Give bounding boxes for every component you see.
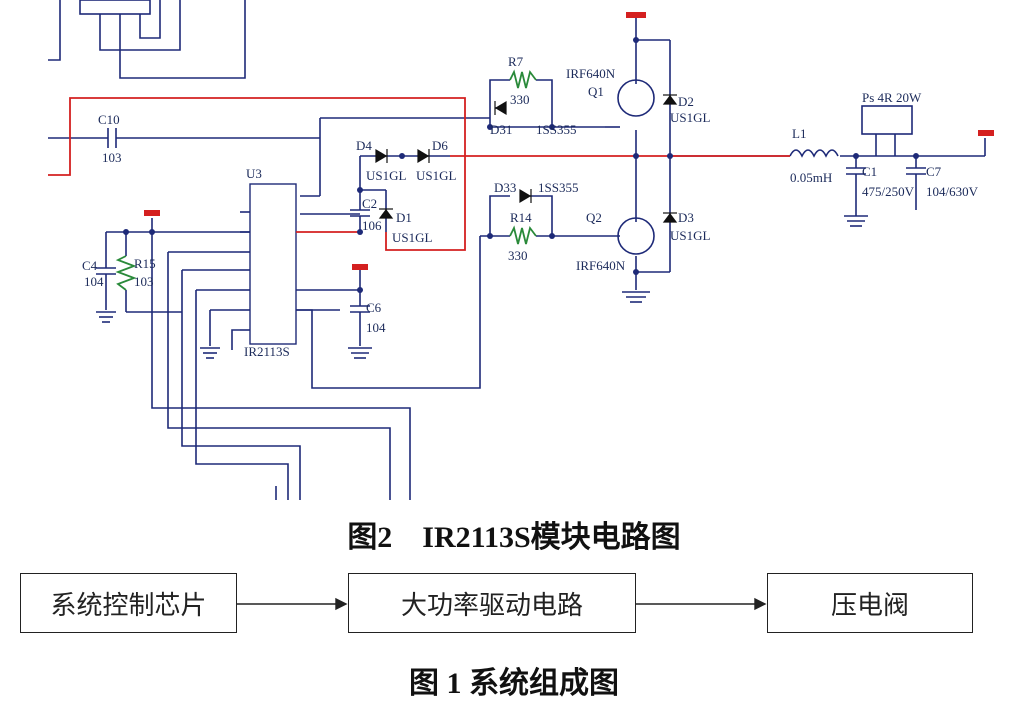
r15-value: 103: [134, 274, 154, 289]
d6-name: D6: [432, 138, 448, 153]
d4-type: US1GL: [366, 168, 407, 183]
block-piezo-valve: 压电阀: [767, 573, 973, 633]
l1-name: L1: [792, 126, 806, 141]
d31-name: D31: [490, 122, 512, 137]
c7-value: 104/630V: [926, 184, 979, 199]
r7-value: 330: [510, 92, 530, 107]
r15-name: R15: [134, 256, 156, 271]
c1-name: C1: [862, 164, 877, 179]
c2-name: C2: [362, 196, 377, 211]
d1-type: US1GL: [392, 230, 433, 245]
fig1-caption: 图 1 系统组成图: [409, 667, 619, 700]
c6-value: 104: [366, 320, 386, 335]
block-control-chip: 系统控制芯片: [20, 573, 237, 633]
fig2-caption: 图2 IR2113S模块电路图: [347, 521, 681, 554]
c7-name: C7: [926, 164, 942, 179]
u3-type: IR2113S: [244, 344, 290, 359]
q2-type: IRF640N: [576, 258, 626, 273]
d33-type: 1SS355: [538, 180, 578, 195]
d33-name: D33: [494, 180, 516, 195]
d3-type: US1GL: [670, 228, 711, 243]
l1-value: 0.05mH: [790, 170, 832, 185]
r14-name: R14: [510, 210, 532, 225]
r14-value: 330: [508, 248, 528, 263]
c6-name: C6: [366, 300, 382, 315]
r7-name: R7: [508, 54, 524, 69]
d3-name: D3: [678, 210, 694, 225]
d2-name: D2: [678, 94, 694, 109]
c4-name: C4: [82, 258, 98, 273]
q1-type: IRF640N: [566, 66, 616, 81]
d31-type: 1SS355: [536, 122, 576, 137]
d2-type: US1GL: [670, 110, 711, 125]
d1-name: D1: [396, 210, 412, 225]
c4-value: 104: [84, 274, 104, 289]
q2-name: Q2: [586, 210, 602, 225]
d4-name: D4: [356, 138, 372, 153]
c1-value: 475/250V: [862, 184, 915, 199]
block-driver-circuit: 大功率驱动电路: [348, 573, 636, 633]
q1-name: Q1: [588, 84, 604, 99]
c10-value: 103: [102, 150, 122, 165]
ps-label: Ps 4R 20W: [862, 90, 922, 105]
c10-name: C10: [98, 112, 120, 127]
c2-value: 106: [362, 218, 382, 233]
u3-name: U3: [246, 166, 262, 181]
d6-type: US1GL: [416, 168, 457, 183]
